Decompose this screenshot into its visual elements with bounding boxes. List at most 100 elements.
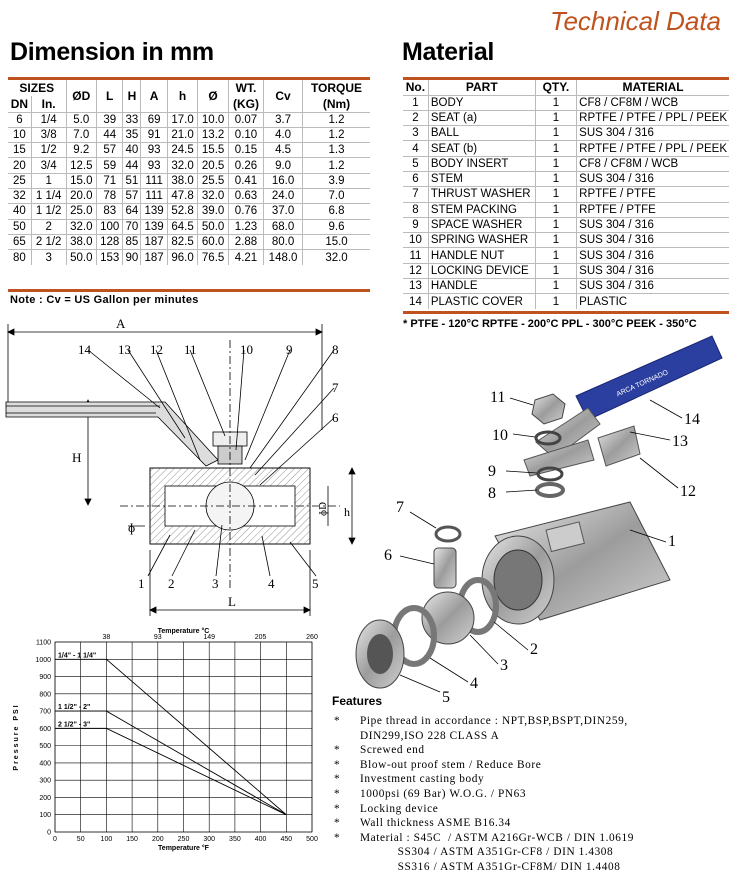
x-tick-label: 400 <box>255 836 267 843</box>
table-cell: 93 <box>140 142 168 158</box>
table-cell: LOCKING DEVICE <box>427 262 536 279</box>
table-cell: 57 <box>96 142 123 158</box>
x2-axis-label: Temperature °C <box>158 627 210 635</box>
table-cell: SUS 304 / 316 <box>576 262 729 279</box>
table-cell: 1 <box>534 186 577 203</box>
table-cell: 1 <box>30 172 66 189</box>
table-cell: STEM PACKING <box>427 201 536 218</box>
table-cell: 4.5 <box>263 142 303 158</box>
table-cell: 69 <box>140 111 168 128</box>
table-cell: 187 <box>140 249 168 265</box>
table-cell: 68.0 <box>263 218 303 235</box>
callout-number: 5 <box>312 576 319 591</box>
callout-number: 12 <box>150 342 163 357</box>
table-cell: 1 1/2 <box>30 203 66 220</box>
callout-number: 8 <box>488 485 496 502</box>
table-cell: 4.0 <box>263 126 303 143</box>
col-wt: WT. <box>227 80 264 96</box>
col-in: In. <box>30 96 66 112</box>
table-cell: 70 <box>122 218 141 235</box>
table-cell: 83 <box>96 203 123 220</box>
table-cell: BODY <box>427 94 536 111</box>
table-cell: 4.21 <box>227 249 264 265</box>
col-wt-unit: (KG) <box>227 96 264 112</box>
table-cell: 71 <box>96 172 123 189</box>
table-cell: 3.9 <box>302 172 370 189</box>
callout-number: 6 <box>384 547 392 564</box>
table-cell: 78 <box>96 187 123 204</box>
table-cell: STEM <box>427 170 536 187</box>
dim-a-label: A <box>116 316 126 331</box>
spring-washer <box>534 430 562 446</box>
table-cell: 1 <box>534 125 577 141</box>
x-tick-label: 150 <box>126 836 138 843</box>
callout-number: 2 <box>530 641 538 658</box>
y-tick-label: 500 <box>39 743 51 750</box>
table-cell: 96.0 <box>166 249 198 265</box>
table-cell: 1.2 <box>302 126 370 143</box>
table-cell: 1.2 <box>302 111 370 128</box>
table-cell: 3.7 <box>263 111 303 128</box>
table-cell: 15.5 <box>197 142 229 158</box>
table-cell: 25.5 <box>197 172 229 189</box>
table-cell: SUS 304 / 316 <box>576 278 729 294</box>
y-tick-label: 600 <box>39 726 51 733</box>
table-cell: 32.0 <box>197 187 229 204</box>
table-cell: 0.41 <box>227 172 264 189</box>
x-tick-label: 350 <box>229 836 241 843</box>
table-cell: 60.0 <box>197 233 229 250</box>
features-list: Pipe thread in accordance : NPT,BSP,BSPT… <box>332 714 634 871</box>
dim-phid-label: ɸD <box>317 502 329 516</box>
x-tick-label: 450 <box>280 836 292 843</box>
callout-number: 10 <box>240 342 253 357</box>
handle-nut <box>531 393 566 425</box>
table-cell: 1 <box>534 293 577 310</box>
table-cell: 80.0 <box>263 233 303 250</box>
feature-item: Pipe thread in accordance : NPT,BSP,BSPT… <box>332 714 634 729</box>
table-cell: 6 <box>8 111 32 128</box>
dim-h-lower-label: h <box>344 505 350 519</box>
table-cell: 153 <box>96 249 123 265</box>
callout-number: 8 <box>332 342 339 357</box>
table-cell: 7.0 <box>302 187 370 204</box>
table-cell: 11 <box>403 247 429 264</box>
table-cell: 0.63 <box>227 187 264 204</box>
table-cell: 13 <box>403 278 429 294</box>
dim-phi-label: ɸ <box>128 520 135 535</box>
table-cell: SPRING WASHER <box>427 232 536 248</box>
table-cell: 47.8 <box>166 187 198 204</box>
table-cell: 44 <box>96 126 123 143</box>
table-cell: 14 <box>403 293 429 310</box>
col-cv: Cv <box>263 80 303 112</box>
y-axis-label: Pressure PSI <box>13 703 20 770</box>
table-cell: SUS 304 / 316 <box>576 232 729 248</box>
table-cell: 6.8 <box>302 203 370 220</box>
table-cell: 24.0 <box>263 187 303 204</box>
x-tick-label: 100 <box>101 836 113 843</box>
y-tick-label: 700 <box>39 709 51 716</box>
space-washer <box>536 466 564 482</box>
table-cell: 39.0 <box>197 203 229 220</box>
dim-h-upper-label: H <box>72 450 81 465</box>
table-cell: 12.5 <box>65 157 97 174</box>
table-cell: SUS 304 / 316 <box>576 125 729 141</box>
feature-item: SS304 / ASTM A351Gr-CF8 / DIN 1.4308 <box>360 846 614 859</box>
col-torque-unit: (Nm) <box>302 96 370 112</box>
table-cell: 5 <box>403 155 429 172</box>
callout-number: 5 <box>442 689 450 702</box>
feature-item: Screwed end <box>332 743 634 758</box>
callout-number: 6 <box>332 410 339 425</box>
col-no: No. <box>405 80 426 95</box>
x2-tick-label: 93 <box>154 634 162 641</box>
table-cell: 20.0 <box>65 187 97 204</box>
